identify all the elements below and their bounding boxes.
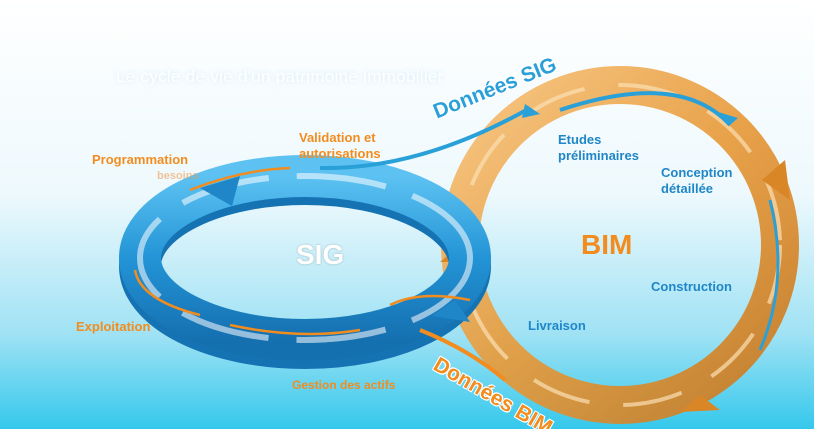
label-validation: Validation et autorisations xyxy=(299,130,381,161)
bim-title: BIM xyxy=(581,229,633,260)
label-programmation-ghost: besoins xyxy=(157,170,199,182)
label-programmation: Programmation xyxy=(92,152,189,167)
data-sig-arrow xyxy=(319,106,531,171)
sig-cycle-ring xyxy=(119,155,491,369)
bim-arrowhead xyxy=(762,160,790,200)
sig-arrowhead xyxy=(200,176,240,206)
data-bim-arrow xyxy=(419,328,507,382)
label-construction: Construction xyxy=(651,279,732,294)
data-sig-arrowhead xyxy=(522,104,540,118)
label-gestion: Gestion des actifs xyxy=(292,378,396,392)
sig-arrowhead xyxy=(432,300,470,322)
sig-flow-arrows xyxy=(133,166,471,336)
label-exploitation: Exploitation xyxy=(76,319,151,334)
label-conception: Conception détaillée xyxy=(661,165,733,196)
bim-blue-flow xyxy=(559,91,732,127)
faded-headline: Le cycle de vie d'un patrimoine immobili… xyxy=(116,67,444,86)
label-livraison: Livraison xyxy=(528,318,586,333)
label-etudes: Etudes préliminaires xyxy=(558,132,639,163)
sig-title: SIG xyxy=(296,239,345,270)
bim-arrowhead xyxy=(680,395,720,412)
